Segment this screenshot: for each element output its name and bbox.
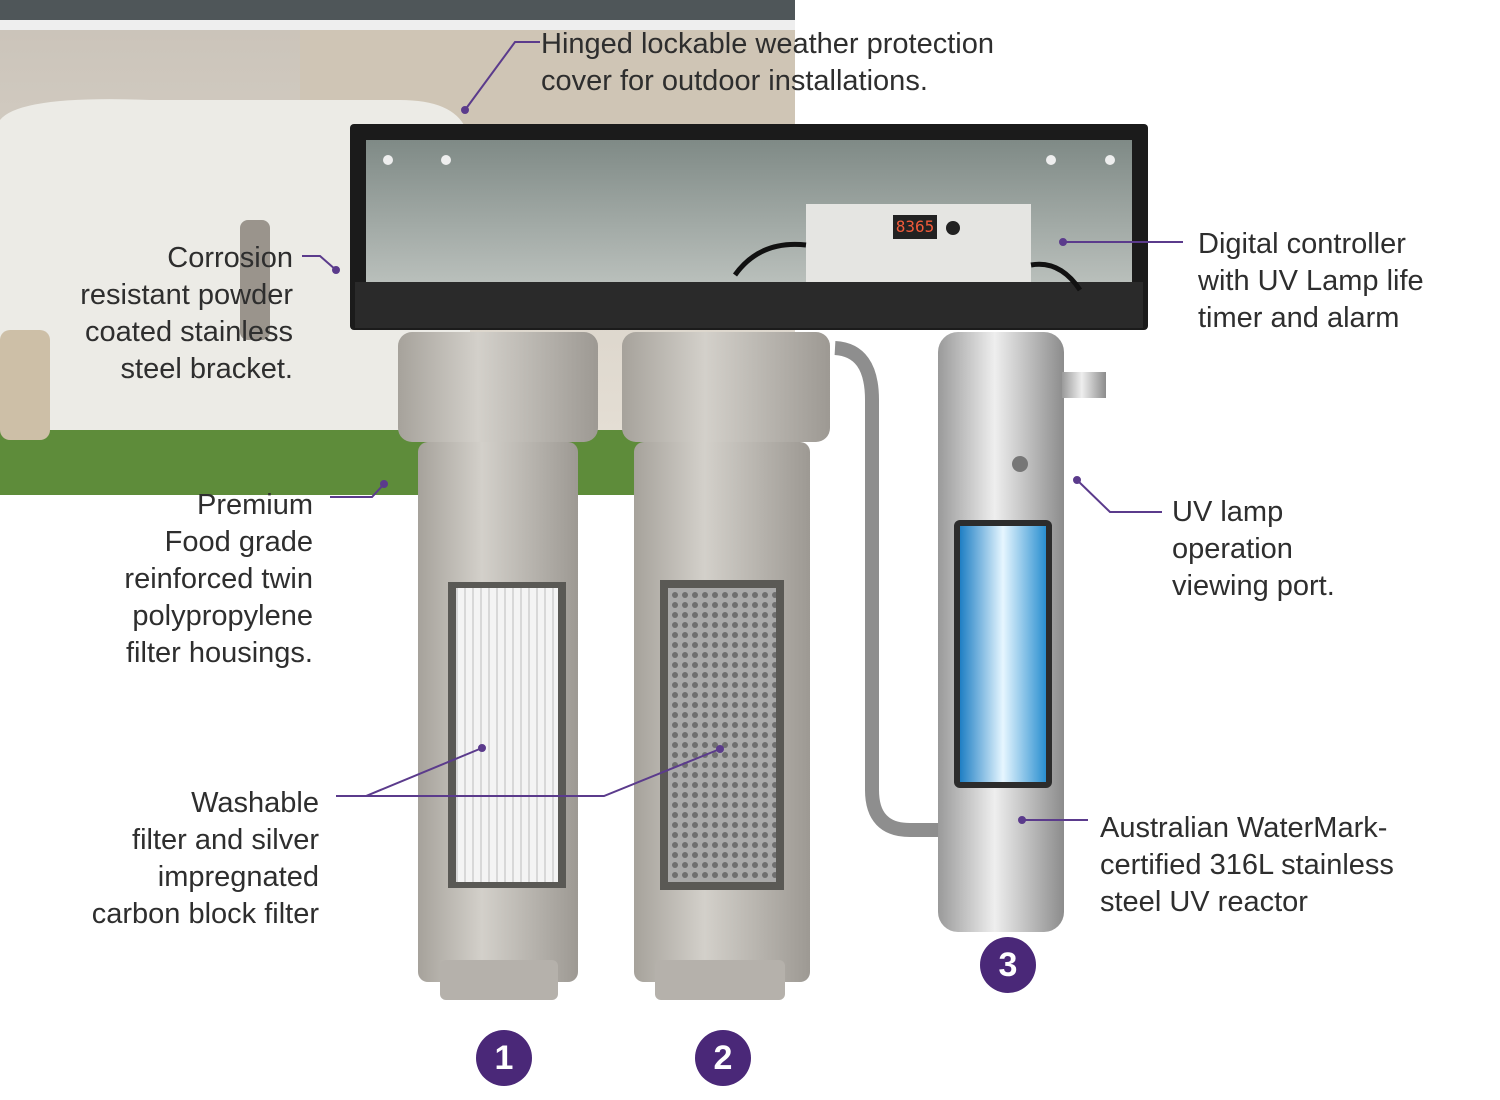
callout-cover: Hinged lockable weather protection cover… [541,28,994,97]
filter-housing-2 [622,332,830,1000]
stage-badge-2: 2 [695,1030,751,1086]
callout-viewport: UV lamp operation viewing port. [1172,496,1335,602]
filter-housing-1 [398,332,598,1000]
carbon-block-filter [668,588,776,882]
pleated-filter [456,588,558,882]
callout-controller: Digital controller with UV Lamp life tim… [1198,228,1424,334]
weather-cover-bracket [350,124,1148,330]
stage-badge-3: 3 [980,937,1036,993]
flexible-hose [834,341,940,837]
uv-reactor [938,332,1106,932]
callout-reactor: Australian WaterMark- certified 316L sta… [1100,812,1394,918]
callout-filters: Washable filter and silver impregnated c… [91,787,319,930]
stage-badge-1: 1 [476,1030,532,1086]
callout-housings: Premium Food grade reinforced twin polyp… [124,489,313,669]
leader-lines [302,41,1183,824]
callout-bracket: Corrosion resistant powder coated stainl… [80,242,293,385]
uv-lamp-viewing-port [960,526,1046,782]
controller-display: 8365 [893,215,937,239]
